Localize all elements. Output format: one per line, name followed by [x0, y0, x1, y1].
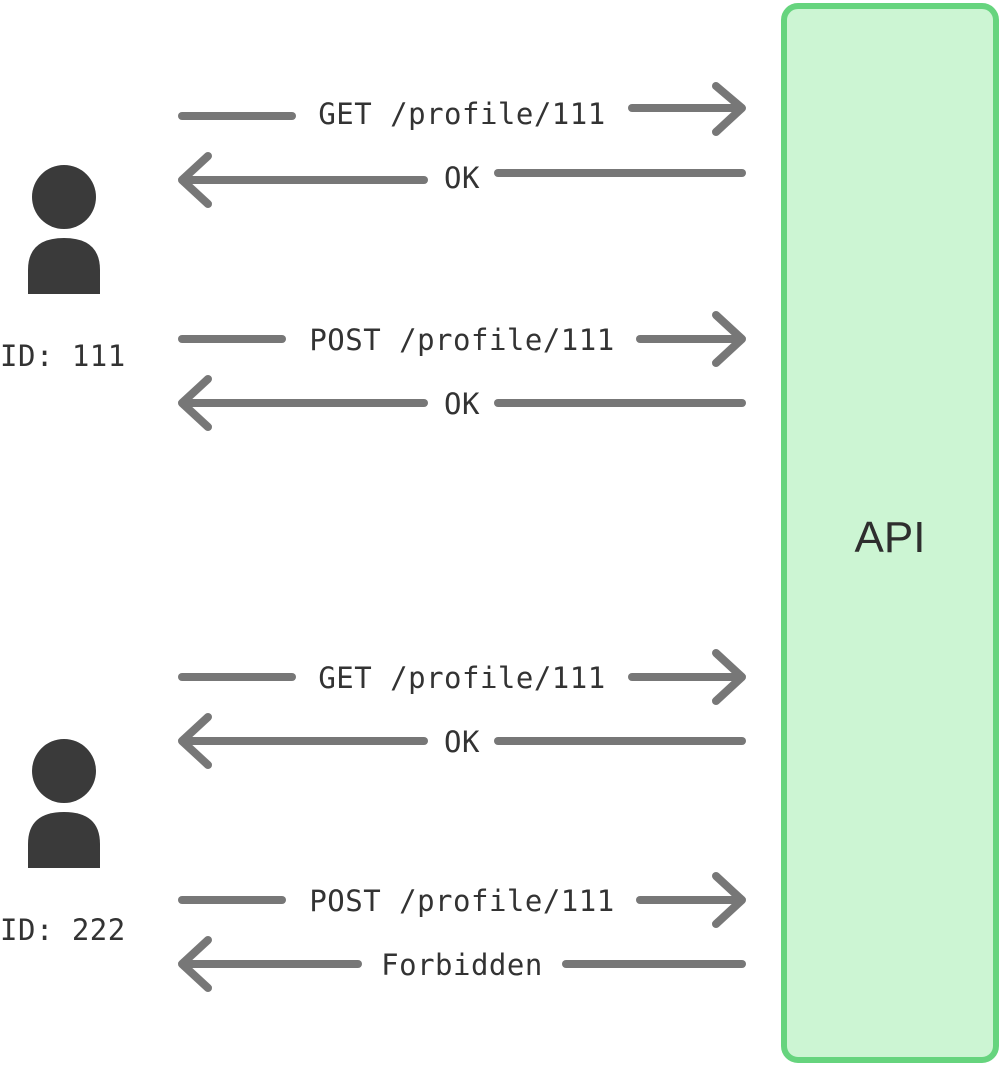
response-arrow: OK: [178, 713, 746, 769]
response-arrow: OK: [178, 152, 746, 208]
request-arrow: GET /profile/111: [178, 82, 746, 136]
request-arrow: POST /profile/111: [178, 872, 746, 928]
response-label: OK: [444, 161, 480, 195]
response-arrow: Forbidden: [178, 936, 746, 992]
user-id-label: ID: 222: [0, 913, 126, 947]
request-arrow: POST /profile/111: [178, 311, 746, 367]
api-node: API: [781, 3, 999, 1063]
request-label: GET /profile/111: [318, 661, 605, 695]
user-111: ID: 111 GET /profile/111 OK POST /profil…: [0, 82, 746, 431]
person-icon: [28, 739, 100, 868]
person-icon: [28, 165, 100, 294]
request-label: POST /profile/111: [309, 323, 614, 357]
api-label: API: [855, 513, 926, 562]
response-label: OK: [444, 387, 480, 421]
user-222: ID: 222 GET /profile/111 OK POST /profil…: [0, 649, 746, 992]
request-label: POST /profile/111: [309, 884, 614, 918]
request-label: GET /profile/111: [318, 97, 605, 131]
user-id-label: ID: 111: [0, 339, 126, 373]
request-arrow: GET /profile/111: [178, 649, 746, 705]
response-label: OK: [444, 725, 480, 759]
response-arrow: OK: [178, 375, 746, 431]
response-label: Forbidden: [381, 948, 543, 982]
api-box: [781, 3, 999, 1063]
